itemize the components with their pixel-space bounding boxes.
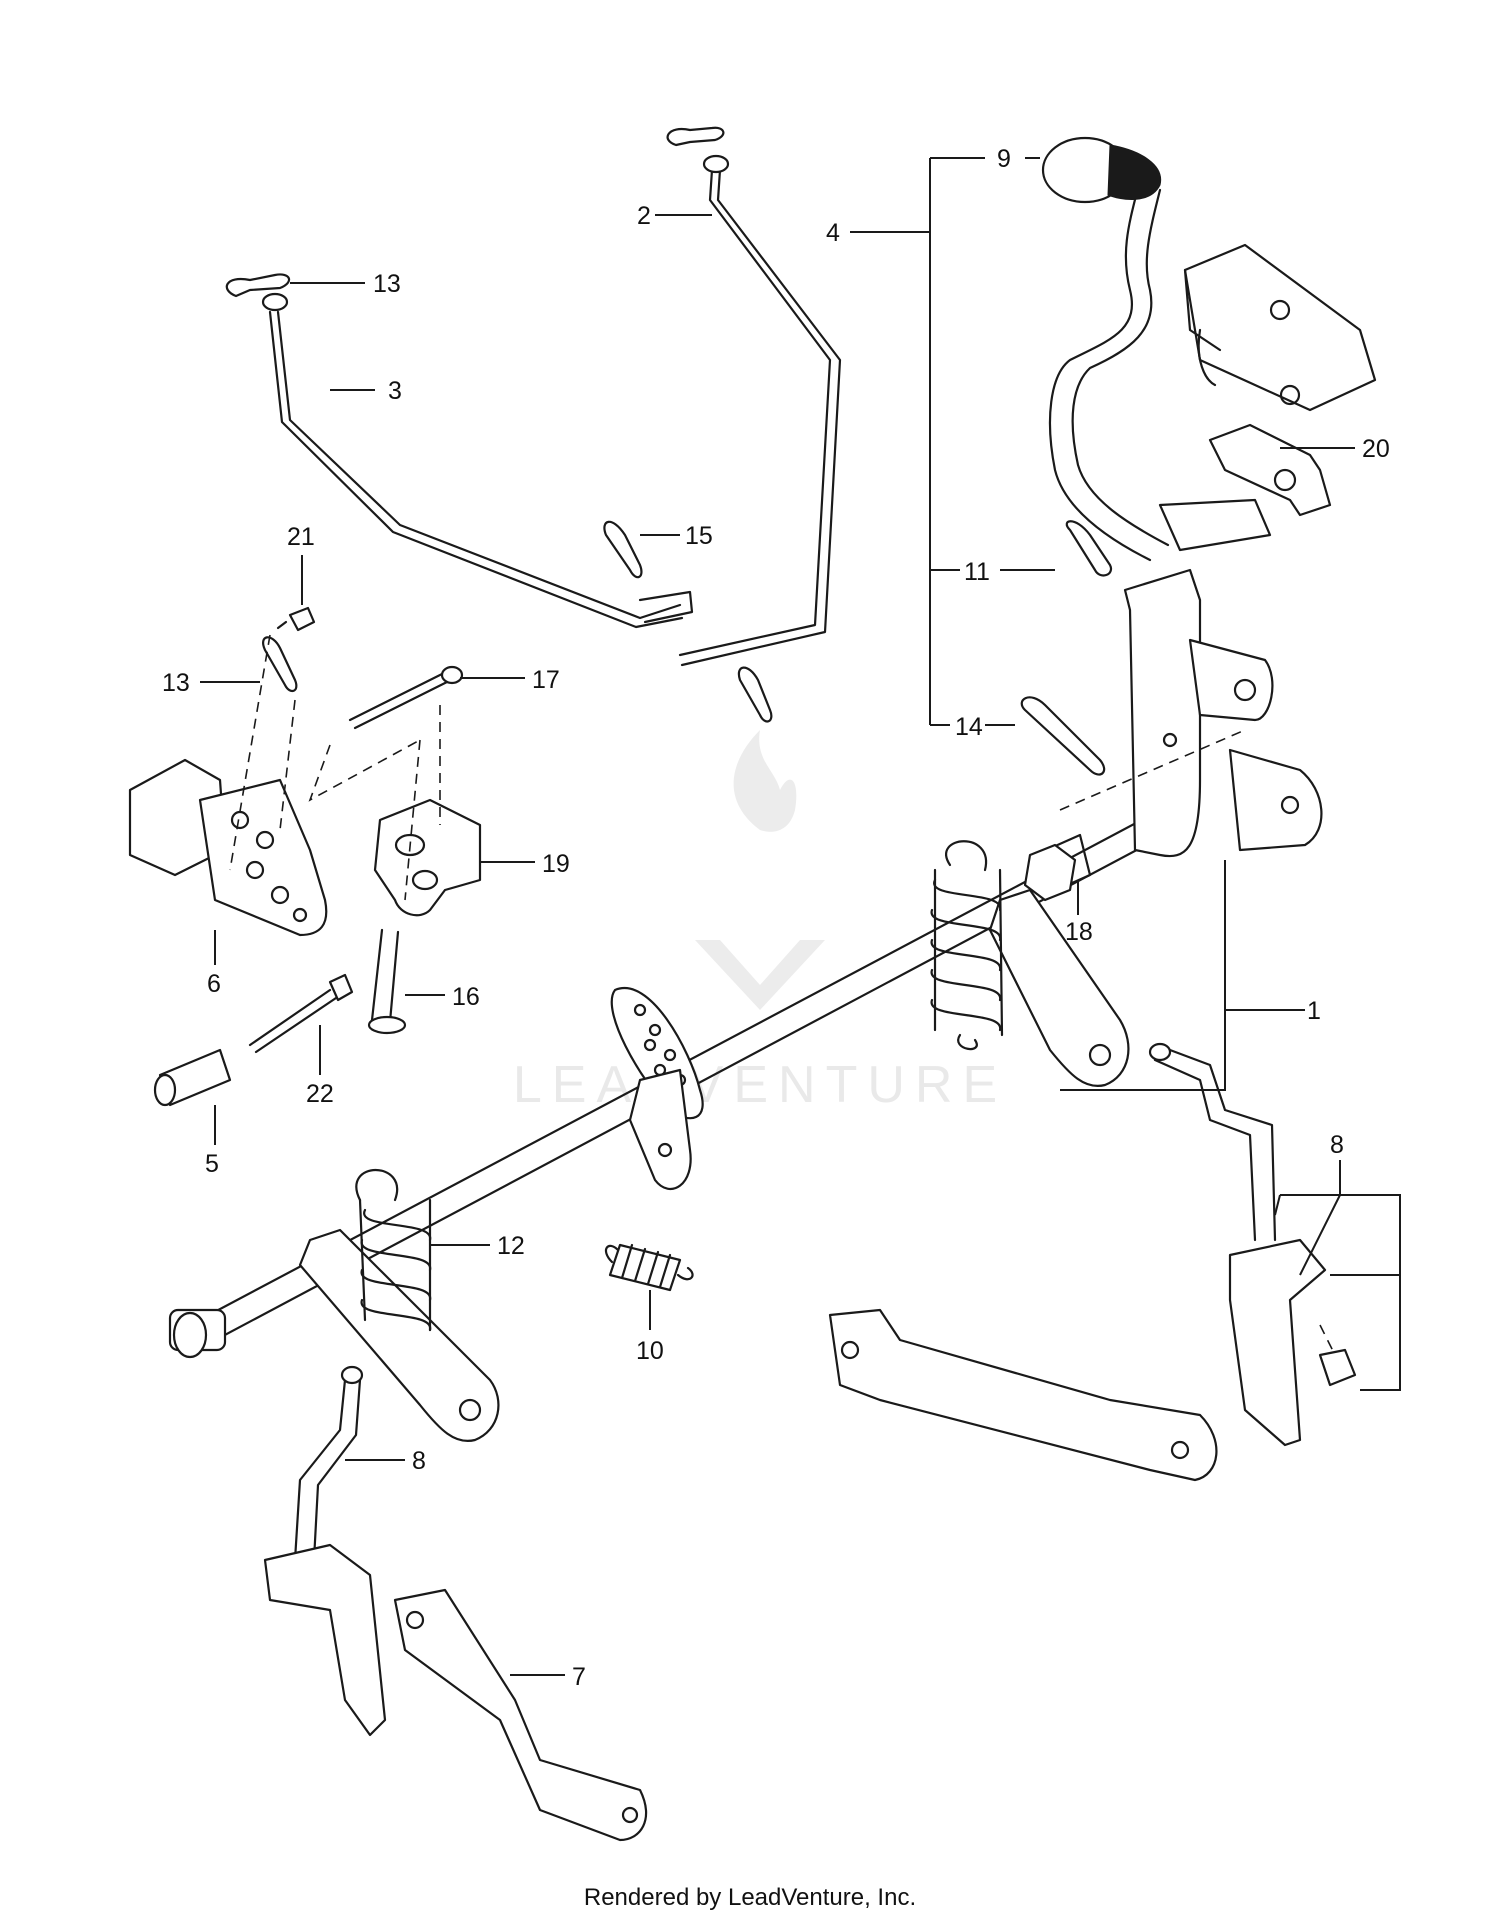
callout-21: 21 (287, 523, 315, 551)
left-lift-arm (298, 1169, 500, 1443)
spring-upper (930, 840, 1004, 1051)
pin-17 (348, 665, 464, 730)
callout-20: 20 (1362, 435, 1390, 463)
callouts: 1 2 3 4 5 6 7 8 8 9 10 11 12 13 13 14 15… (162, 145, 1390, 1691)
callout-2: 2 (637, 202, 651, 230)
callout-11: 11 (964, 558, 990, 586)
spacer-5 (153, 1048, 232, 1107)
callout-14: 14 (955, 713, 983, 741)
bracket-1 (1123, 568, 1323, 858)
callout-18: 18 (1065, 918, 1093, 946)
callout-8-left: 8 (412, 1447, 426, 1475)
adjuster-8-left (263, 1365, 387, 1737)
callout-13-left: 13 (162, 669, 190, 697)
spring-12 (355, 1169, 432, 1332)
callout-6: 6 (207, 970, 221, 998)
callout-7: 7 (572, 1663, 586, 1691)
link-7 (393, 1588, 648, 1842)
callout-19: 19 (542, 850, 570, 878)
watermark: LEADVENTURE (513, 730, 1007, 1114)
callout-16: 16 (452, 983, 480, 1011)
callout-12: 12 (497, 1232, 525, 1260)
watermark-v-icon (695, 940, 825, 1010)
callout-4: 4 (826, 219, 840, 247)
link-center (828, 1308, 1218, 1482)
spring-10 (604, 1243, 694, 1292)
bolt-22 (248, 973, 354, 1054)
callout-9: 9 (997, 145, 1011, 173)
callout-13-top: 13 (373, 270, 401, 298)
bracket-19 (373, 798, 482, 917)
callout-3: 3 (388, 377, 402, 405)
callout-8-right: 8 (1330, 1131, 1344, 1159)
bolt-21 (276, 606, 316, 632)
switch-assembly (1183, 243, 1377, 412)
right-lift-arm (930, 840, 1130, 1088)
nut-18 (1023, 843, 1077, 902)
clips (225, 126, 1113, 776)
callout-22: 22 (306, 1080, 334, 1108)
pin-16 (367, 928, 407, 1035)
leader-lines (200, 157, 1401, 1676)
rod-2 (678, 154, 842, 667)
callout-5: 5 (205, 1150, 219, 1178)
assembly-lines (229, 634, 1336, 1356)
callout-15: 15 (685, 522, 713, 550)
bracket-6 (128, 758, 328, 937)
watermark-flame-icon (733, 730, 797, 832)
center-plate (610, 986, 704, 1191)
footer-credit: Rendered by LeadVenture, Inc. (584, 1884, 916, 1911)
lift-handle (1041, 136, 1170, 562)
callout-17: 17 (532, 666, 560, 694)
callout-10: 10 (636, 1337, 664, 1365)
rod-3 (261, 292, 694, 629)
watermark-text: LEADVENTURE (513, 1056, 1007, 1114)
bracket-20 (1158, 423, 1332, 552)
callout-1: 1 (1307, 997, 1321, 1025)
adjuster-8-right (1148, 1042, 1357, 1447)
